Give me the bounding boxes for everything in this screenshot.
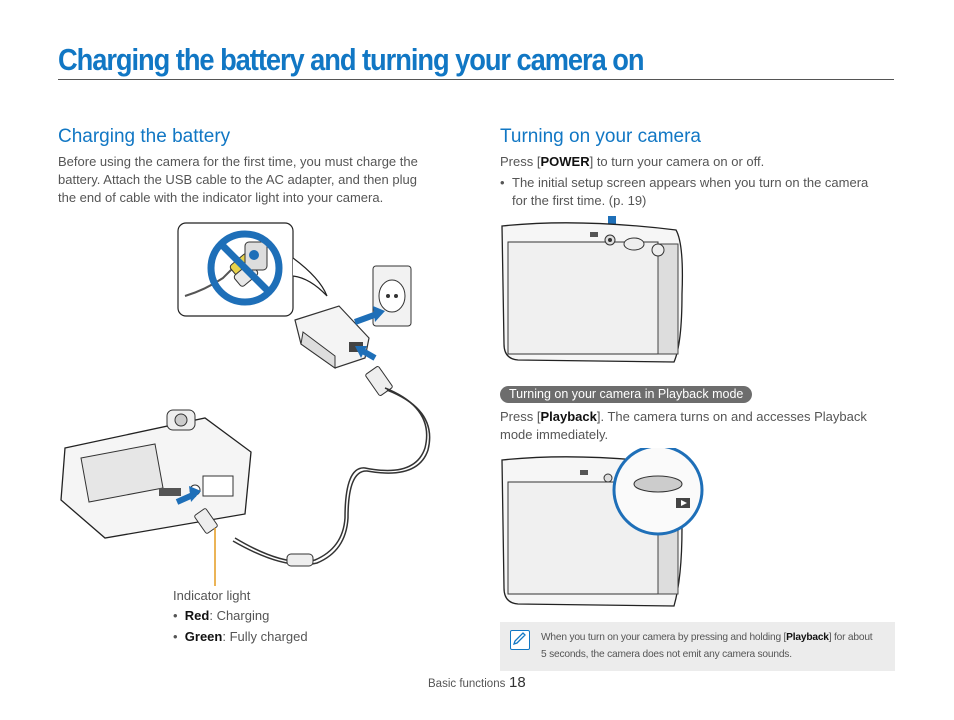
camera-front-playback [501,448,704,607]
note-line: When you turn on your camera by pressing… [541,629,886,646]
note-line: 5 seconds, the camera does not emit any … [541,649,792,660]
indicator-status: : Charging [209,608,270,623]
charging-body-line: battery. Attach the USB cable to the AC … [58,172,417,187]
camera-front-power [501,216,684,363]
instruction-text: Press [ [500,409,541,424]
note-key-label: Playback [786,632,829,643]
power-instruction: Press [POWER] to turn your camera on or … [500,153,764,171]
instruction-text: ]. The camera turns on and accesses Play… [596,409,867,424]
note-pencil-icon [510,630,530,650]
instruction-text: ] to turn your camera on or off. [589,154,765,169]
playback-instruction: Press [Playback]. The camera turns on an… [500,408,900,444]
page-title: Charging the battery and turning your ca… [58,42,645,77]
note-text-span: ] for about [828,632,873,643]
charging-body: Before using the camera for the first ti… [58,153,458,207]
playback-instruction-line: mode immediately. [500,427,609,442]
indicator-item-red: • Red: Charging [173,608,269,623]
indicator-color: Green [184,629,223,644]
indicator-status: : Fully charged [222,629,308,644]
bullet-dot: • [500,175,505,190]
indicator-color: Red [184,608,210,623]
playback-mode-pill: Turning on your camera in Playback mode [500,386,753,403]
title-divider [58,79,894,80]
setup-screen-note: The initial setup screen appears when yo… [512,174,902,210]
charging-body-line: Before using the camera for the first ti… [58,154,418,169]
instruction-text: Press [ [500,154,541,169]
bullet-dot: • [173,608,185,623]
note-text: When you turn on your camera by pressing… [541,629,886,663]
setup-note-line: for the first time. (p. 19) [512,193,647,208]
page-number: 18 [509,674,526,691]
power-key-label: POWER [540,154,590,169]
note-text-span: When you turn on your camera by pressing… [541,632,787,643]
playback-instruction-line: Press [Playback]. The camera turns on an… [500,408,900,426]
indicator-light-label: Indicator light [173,588,251,603]
charging-body-line: the end of cable with the indicator ligh… [58,190,384,205]
charging-illustration [60,222,431,586]
bullet-dot: • [173,629,185,644]
no-av-cable-inset [177,222,328,317]
note-box [500,622,895,671]
playback-key-label: Playback [540,409,597,424]
footer-section: Basic functions [428,678,506,690]
camera-back [60,409,252,539]
setup-note-line: The initial setup screen appears when yo… [512,175,869,190]
charging-heading: Charging the battery [58,126,231,147]
ac-adapter [294,305,370,369]
indicator-item-green: • Green: Fully charged [173,629,308,644]
turning-on-heading: Turning on your camera [500,126,702,147]
